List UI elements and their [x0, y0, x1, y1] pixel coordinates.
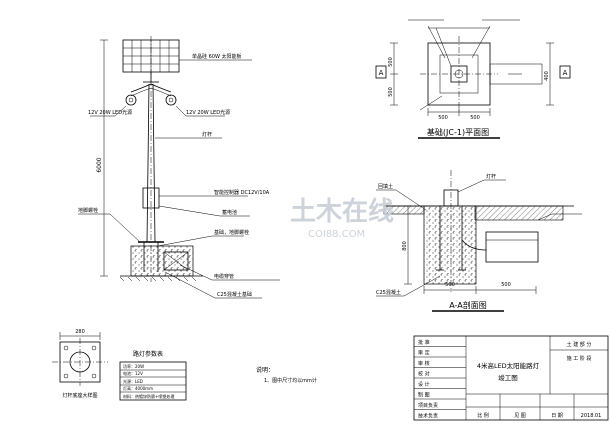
title-row: 制 图: [418, 392, 430, 399]
param-table: 路灯参数表 功率：20W 电池：12V 光源：LED 灯高：4000mm 材料：…: [119, 350, 187, 401]
label-led-left: 12V 20W LED光源: [88, 109, 132, 116]
plan-title: 基础(JC-1)平面图: [427, 127, 489, 137]
notes: 说明： 1、图中尺寸均以mm计: [256, 366, 317, 384]
foundation-plan: 500 500 400 500 500 A A 基础(JC-1)平面图: [375, 19, 571, 139]
section-label-pole: 灯杆: [486, 173, 496, 180]
title-stage: 施 工 阶 段: [567, 355, 592, 362]
svg-text:A: A: [563, 69, 568, 77]
svg-text:A: A: [379, 69, 384, 77]
lamp-pole: [146, 36, 156, 282]
base-dim-label: 280: [75, 329, 85, 335]
label-battery: 蓄电池: [222, 209, 237, 216]
param-title: 路灯参数表: [133, 350, 163, 358]
drawing-title-1: 4米高LED太阳能路灯: [477, 361, 540, 370]
lamp-elevation: 6000 单晶硅 60W 太阳能板 12V 20W LED光源: [78, 36, 280, 299]
section-label-soil: 回填土: [378, 183, 393, 190]
label-pole: 灯杆: [202, 131, 212, 138]
plan-dim-left-a: 500: [388, 57, 394, 67]
title-row: 校 对: [418, 371, 430, 378]
section-dim-depth: 800: [402, 241, 408, 251]
section-dim-bottom-b: 500: [501, 282, 511, 288]
title-scale-label: 比 例: [477, 412, 489, 419]
title-row: 设 计: [418, 381, 430, 388]
elevation-leaders: [78, 59, 280, 299]
lamp-base-label: 灯杆底座大样图: [62, 392, 97, 399]
section-mark-right: A: [559, 65, 571, 79]
height-dimension: 6000: [96, 39, 108, 277]
label-base-concrete: C25混凝土基础: [217, 291, 252, 298]
label-cable: 电缆穿管: [214, 273, 234, 280]
title-sheet-label: 见 图: [514, 413, 526, 419]
notes-item-1: 1、图中尺寸均以mm计: [264, 377, 317, 384]
label-led-right: 12V 20W LED光源: [186, 109, 230, 116]
lamp-head-right: [165, 94, 177, 106]
height-dim-label: 6000: [96, 157, 103, 172]
lamp-arms: [125, 83, 177, 106]
param-row: 光源：LED: [123, 378, 143, 384]
title-row: 项目负责: [418, 402, 438, 409]
title-row: 审 定: [418, 350, 430, 357]
label-controller: 智能控制器 DC12V/10A: [214, 189, 270, 196]
watermark-main: 土木在线: [290, 197, 394, 227]
label-anchor: 地脚螺栓: [78, 207, 98, 214]
param-row: 灯高：4000mm: [123, 385, 153, 391]
title-date-label: 日 期: [551, 413, 563, 419]
title-row: 技术负责: [418, 413, 438, 420]
title-block: 批 准 审 定 审 核 校 对 设 计 制 图 项目负责 技术负责 土 建 部 …: [413, 335, 609, 421]
section-dim-bottom-a: 500: [445, 282, 455, 288]
lamp-head-left: [125, 94, 137, 106]
section-mark-left: A: [375, 65, 387, 79]
title-row: 审 核: [418, 360, 430, 367]
section-title: A-A剖面图: [449, 300, 486, 310]
title-dept: 土 建 部 分: [567, 341, 592, 348]
plan-dim-bottom-a: 500: [438, 115, 448, 121]
label-foundation: 基础，地脚螺栓: [214, 229, 249, 236]
watermark: 土木在线 COI88.COM: [290, 197, 394, 240]
label-solar-panel: 单晶硅 60W 太阳能板: [192, 53, 242, 60]
section-label-concrete: C25混凝土: [376, 289, 401, 296]
drawing-title-2: 竣工图: [498, 373, 518, 382]
param-row: 电池：12V: [123, 370, 143, 376]
param-row: 材料：热镀锌防腐+喷塑处理: [123, 393, 174, 399]
watermark-sub: COI88.COM: [308, 229, 365, 240]
title-date: 2018.01: [581, 413, 602, 419]
plan-dim-left-b: 500: [388, 87, 394, 97]
plan-dim-right: 400: [544, 71, 550, 81]
section-aa: 500 500 800 灯杆 回填土 C25混凝土 A-A剖面图: [376, 170, 582, 312]
param-row: 功率：20W: [123, 363, 144, 369]
title-row: 批 准: [418, 339, 430, 346]
controller-box: [142, 187, 160, 209]
lamp-base-detail: 280 灯杆底座大样图: [52, 329, 108, 399]
plan-dim-bottom-b: 500: [470, 115, 480, 121]
foundation-block: [120, 242, 203, 277]
notes-heading: 说明：: [256, 366, 274, 374]
